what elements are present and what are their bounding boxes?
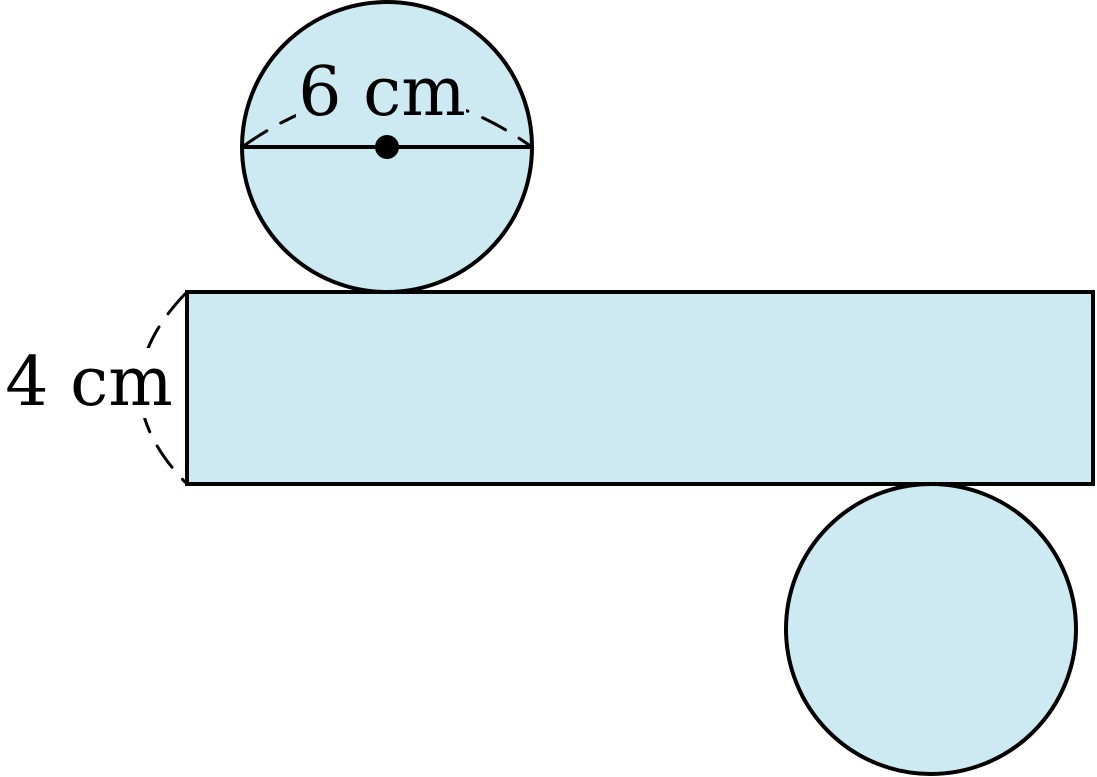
- diameter-label: 6 cm: [298, 53, 465, 132]
- center-dot: [375, 135, 399, 159]
- diameter-label-backing: [296, 58, 466, 122]
- height-label: 4 cm: [5, 343, 172, 422]
- bottom-circle: [784, 482, 1078, 776]
- height-label-backing: [4, 348, 174, 418]
- lateral-rectangle: [185, 290, 1095, 486]
